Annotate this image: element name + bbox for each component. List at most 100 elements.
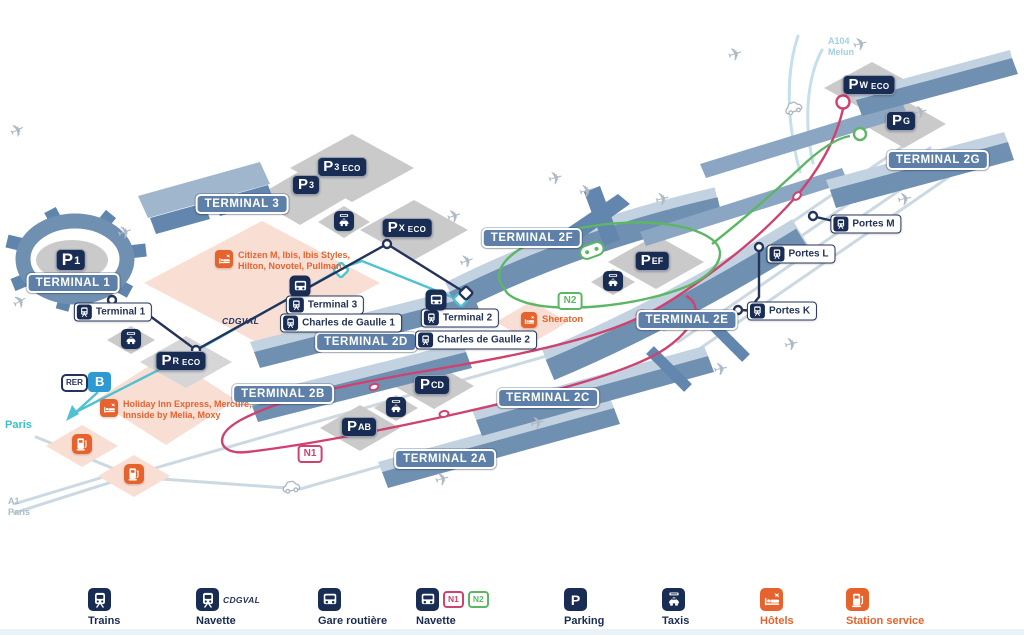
station-label-portes-k: Portes K	[746, 301, 818, 321]
legend-label: Navette	[416, 615, 456, 627]
train-icon	[749, 303, 765, 319]
rer-line-b-badge: B	[88, 372, 112, 392]
parking-sub: R	[172, 356, 179, 366]
parking-letter: P	[848, 76, 859, 93]
terminal-badge-2b: TERMINAL 2B	[232, 384, 334, 404]
parking-icon: P	[564, 588, 587, 611]
parking-sub: 1	[74, 255, 81, 267]
legend-label: Trains	[88, 615, 121, 627]
building-connector	[640, 102, 908, 246]
airplane-icon: ✈	[546, 167, 566, 190]
station-label-portes-l: Portes L	[766, 244, 836, 264]
train-icon	[196, 588, 219, 611]
station-name: Portes K	[768, 305, 811, 317]
airplane-icon: ✈	[711, 358, 730, 381]
station-name: Terminal 2	[442, 312, 493, 324]
airplane-icon: ✈	[114, 220, 135, 244]
parking-badge-p1: P1	[55, 249, 87, 271]
car-icon	[281, 479, 301, 495]
bus-station-icon	[289, 275, 311, 297]
train-icon	[76, 304, 92, 320]
parking-badge-pg: PG	[885, 111, 917, 131]
airplane-icon: ✈	[456, 249, 477, 273]
legend-label: Gare routière	[318, 615, 388, 627]
terminal-badge-2f: TERMINAL 2F	[481, 228, 583, 248]
taxi-icon	[121, 329, 141, 349]
n1-badge: N1	[297, 445, 323, 463]
n1-badge: N1	[443, 591, 464, 608]
taxi-icon	[386, 397, 406, 417]
hotel-names: Sheraton	[542, 314, 584, 325]
parking-eco: ECO	[407, 225, 427, 234]
airplane-icon: ✈	[444, 204, 465, 228]
cdgval-brand-label: CDGVAL	[223, 594, 261, 605]
parking-letter: P	[346, 418, 358, 435]
rer-badge: RER	[61, 374, 88, 392]
airplane-icon: ✈	[895, 188, 914, 211]
station-name: Charles de Gaulle 2	[437, 334, 530, 346]
terminal-badge-2e: TERMINAL 2E	[636, 310, 738, 330]
station-label-charles-de-gaulle-2: Charles de Gaulle 2	[415, 330, 537, 350]
parking-sub: EF	[651, 256, 664, 266]
station-label-portes-m: Portes M	[830, 214, 902, 234]
station-label-terminal-1: Terminal 1	[73, 302, 153, 322]
airplane-icon: ✈	[851, 33, 871, 56]
parking-sub: AB	[358, 422, 372, 432]
terminal-badge-1: TERMINAL 1	[26, 273, 120, 293]
fuel-icon	[846, 588, 869, 611]
parking-eco: ECO	[342, 164, 361, 173]
station-label-terminal-2: Terminal 2	[420, 308, 500, 328]
airplane-icon: ✈	[6, 118, 28, 143]
parking-letter: P	[891, 112, 902, 129]
bus-station-icon	[425, 289, 447, 311]
legend-item-trains: Trains	[88, 588, 120, 627]
taxi-icon	[662, 588, 685, 611]
parking-letter: P	[61, 250, 74, 269]
station-name: Terminal 1	[95, 306, 146, 318]
fuel-station-icon	[72, 434, 92, 454]
train-icon	[833, 216, 849, 232]
airplane-icon: ✈	[432, 468, 452, 491]
station-name: Charles de Gaulle 1	[302, 317, 395, 329]
hotel-group-terminal-3: Citizen M, Ibis, Ibis Styles, Hilton, No…	[215, 250, 350, 272]
parking-badge-p3: P3	[291, 175, 321, 195]
parking-sub: X	[398, 223, 405, 233]
footer-band	[0, 629, 1024, 635]
parking-badge-pef: PEF	[634, 251, 670, 271]
parking-badge-pcd: PCD	[413, 375, 451, 395]
hotel-icon	[521, 312, 537, 328]
taxi-icon	[334, 211, 354, 231]
hotel-group-sheraton: Sheraton	[521, 312, 583, 328]
legend-item-gare-routiere: Gare routière	[318, 588, 387, 627]
station-label-terminal-3: Terminal 3	[285, 295, 365, 315]
terminal-badge-3: TERMINAL 3	[195, 194, 289, 214]
cdgval-map-label: CDGVAL	[222, 316, 260, 326]
legend-item-taxis: Taxis	[662, 588, 689, 627]
parking-sub: W	[859, 80, 868, 90]
bus-icon	[416, 588, 439, 611]
station-label-charles-de-gaulle-1: Charles de Gaulle 1	[280, 313, 402, 333]
legend-label: Station service	[846, 615, 925, 627]
train-icon	[769, 246, 785, 262]
hotel-names: Citizen M, Ibis, Ibis Styles, Hilton, No…	[238, 250, 351, 271]
legend-label: Navette	[196, 615, 236, 627]
legend-item-navette-cdgval: CDGVAL Navette	[196, 588, 260, 627]
train-icon	[283, 315, 299, 331]
terminal-badge-2g: TERMINAL 2G	[886, 150, 990, 170]
station-name: Portes M	[852, 218, 895, 230]
legend-item-station-service: Station service	[846, 588, 924, 627]
airplane-icon: ✈	[653, 188, 672, 211]
n2-badge: N2	[557, 292, 583, 310]
parking-letter: P	[570, 591, 581, 608]
train-icon	[88, 588, 111, 611]
hotel-group-roissypole: Holiday Inn Express, Mercure, Innside by…	[100, 399, 252, 421]
parking-letter: P	[419, 376, 431, 393]
hotel-icon	[100, 399, 118, 417]
legend-item-parking: P Parking	[564, 588, 604, 627]
parking-eco: ECO	[870, 82, 890, 91]
train-icon	[423, 310, 439, 326]
legend-item-hotels: Hôtels	[760, 588, 794, 627]
